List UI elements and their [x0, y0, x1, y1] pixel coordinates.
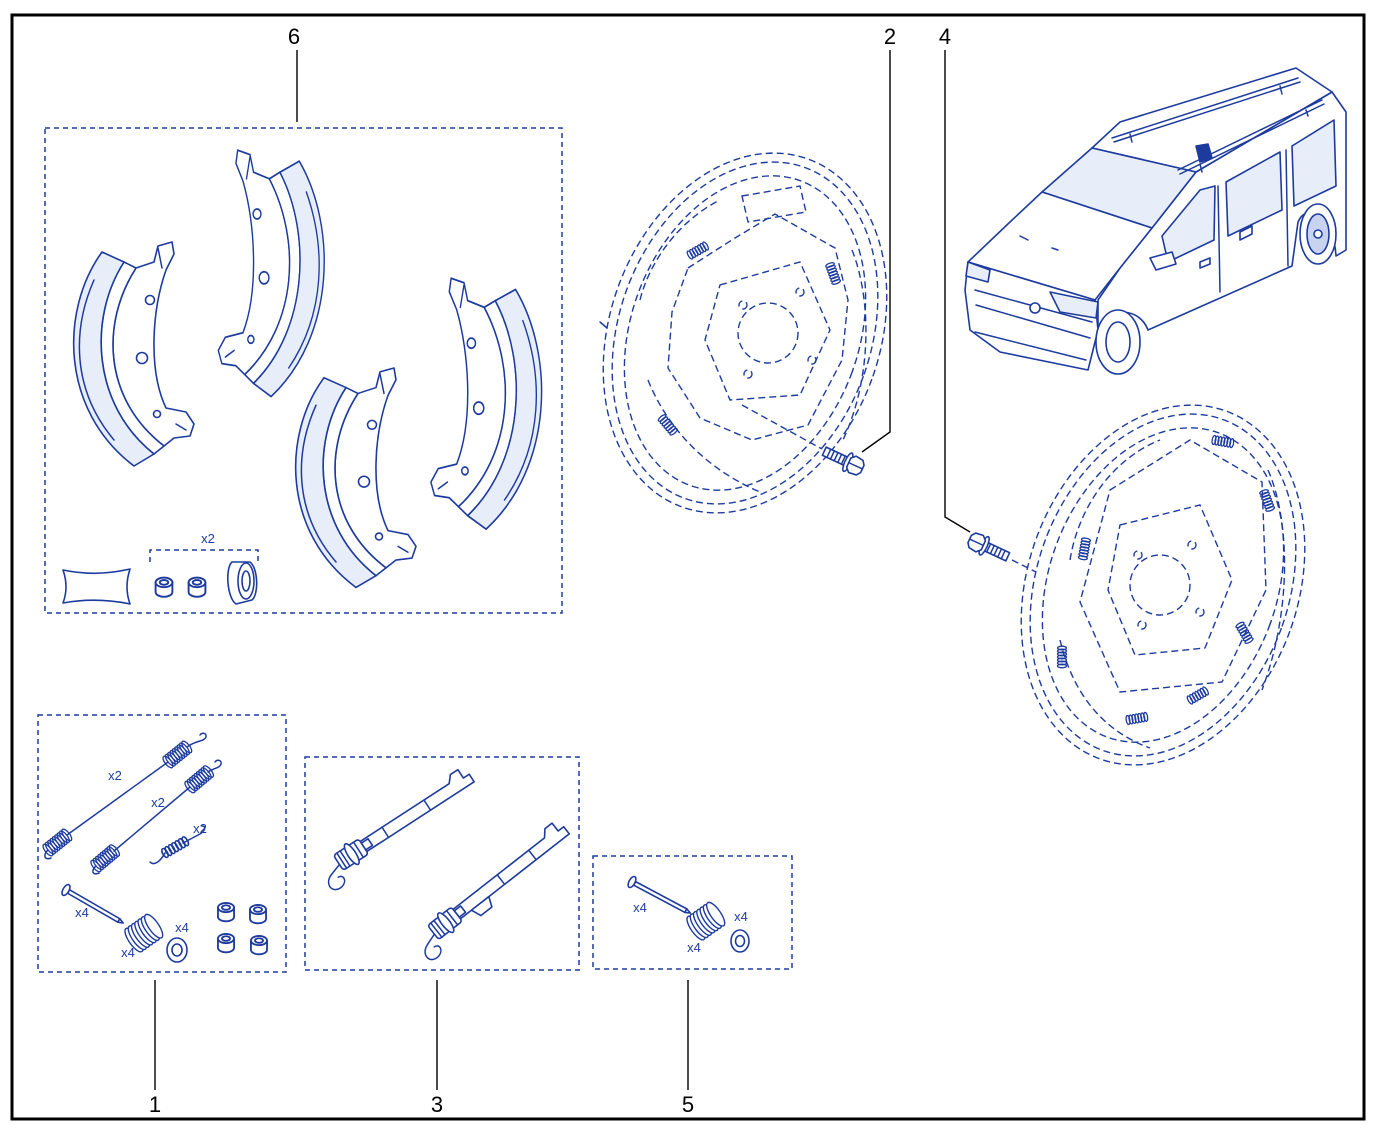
seal: [227, 561, 258, 605]
hold-down-cup-kit-5: [730, 929, 750, 953]
brake-shoe-b: [217, 149, 326, 398]
leader-line-2: [861, 50, 891, 453]
kit-5-qty-cup: x4: [734, 909, 748, 924]
bushing-2: [249, 904, 267, 925]
kit-5-qty-coil: x4: [687, 940, 701, 955]
brake-shoe-c: [294, 367, 417, 589]
hold-down-cup-kit-1: [166, 937, 188, 963]
adjuster-strut-lower: [424, 822, 571, 961]
backing-plate-upper: [599, 152, 888, 514]
kit-6-box: [44, 127, 563, 614]
bolt-axis-lower: [1011, 559, 1037, 573]
leader-line-4: [944, 50, 971, 533]
backing-plate-lower: [1020, 404, 1306, 766]
vehicle-illustration: [964, 67, 1347, 375]
bushing-3: [217, 933, 235, 954]
kit-6-qty: x2: [201, 531, 215, 546]
kit-5-qty-pin: x4: [633, 900, 647, 915]
bolt-lower: [964, 529, 1013, 567]
sleeve-1: [154, 576, 174, 598]
bolt-axis-upper: [741, 404, 823, 450]
shim-plate: [62, 568, 131, 605]
callout-5[interactable]: 5: [682, 1092, 694, 1117]
kit-1-qty-upper-spring: x2: [151, 795, 165, 810]
diagram-frame: [10, 13, 1366, 1121]
brake-shoe-a: [72, 241, 195, 467]
bolt-upper: [819, 441, 868, 479]
kit-6-bracket: [149, 549, 259, 562]
callout-2[interactable]: 2: [884, 24, 896, 49]
adjuster-strut-upper: [327, 768, 475, 891]
long-return-spring: [40, 732, 207, 860]
sleeve-2: [187, 576, 207, 598]
bushing-4: [250, 935, 268, 956]
brake-shoe-d: [429, 277, 543, 531]
kit-1-qty-cup: x4: [175, 920, 189, 935]
kit-1-qty-small-spring: x2: [193, 821, 207, 836]
kit-1-qty-pin: x4: [75, 905, 89, 920]
callout-4[interactable]: 4: [939, 24, 951, 49]
callout-1[interactable]: 1: [149, 1092, 161, 1117]
hold-down-coil-kit-5: [683, 899, 729, 944]
small-spring: [149, 825, 206, 865]
kit-5-box: [592, 855, 793, 970]
callout-3[interactable]: 3: [431, 1092, 443, 1117]
kit-1-qty-long-spring: x2: [108, 768, 122, 783]
callout-6[interactable]: 6: [288, 24, 300, 49]
bushing-1: [217, 902, 235, 923]
kit-1-qty-coil: x4: [121, 945, 135, 960]
kit-3-box: [304, 756, 580, 971]
upper-return-spring: [88, 759, 222, 875]
hold-down-pin-kit-1: [59, 882, 127, 929]
